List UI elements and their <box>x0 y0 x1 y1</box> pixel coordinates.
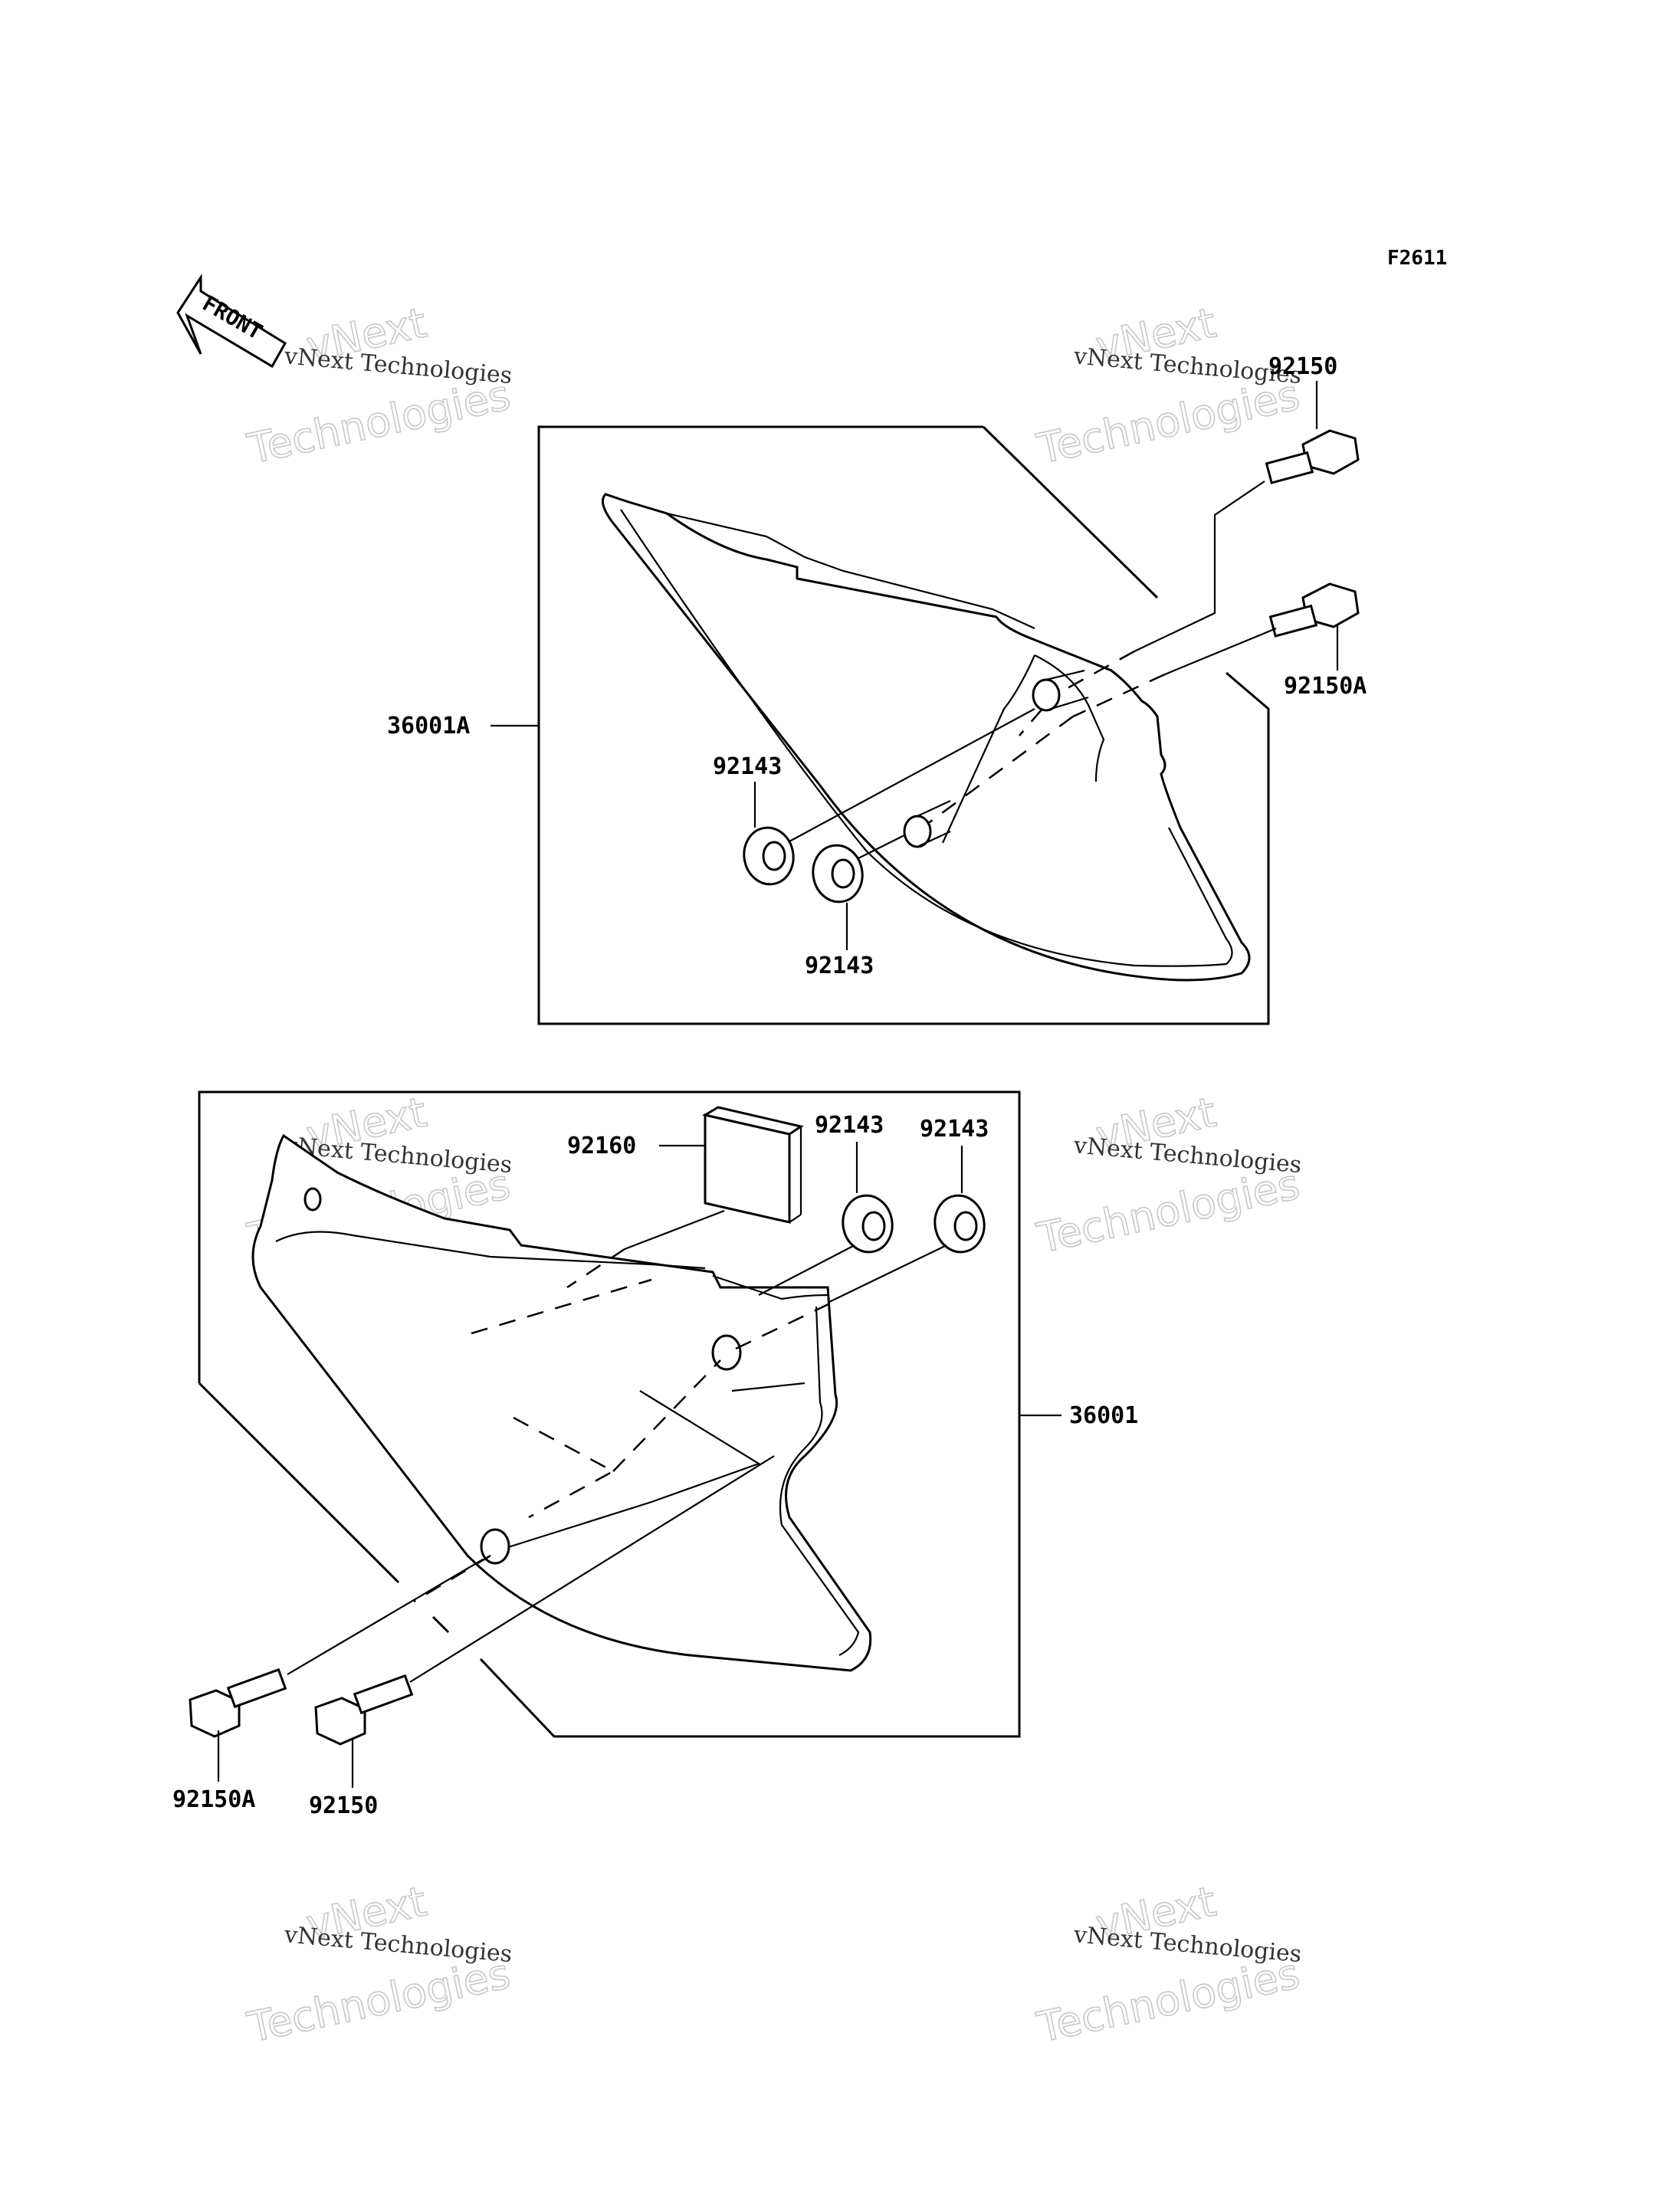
svg-text:Technologies: Technologies <box>244 371 514 474</box>
bolt-icon <box>189 1667 287 1738</box>
svg-text:Technologies: Technologies <box>1033 1160 1304 1263</box>
bolt-icon <box>1265 429 1360 484</box>
watermark-top-right: vNext vNext Technologies Technologies <box>1032 298 1304 474</box>
bottom-group-frame <box>198 1090 1021 1738</box>
bolt-icon <box>1268 582 1360 638</box>
callout-92150-bottom: 92150 <box>309 1792 378 1819</box>
bolt-icon <box>314 1674 414 1746</box>
top-group-frame <box>537 425 1270 1025</box>
watermark-top-left: vNext vNext Technologies Technologies <box>243 298 515 474</box>
callout-92143-bottom-right: 92143 <box>920 1116 989 1143</box>
pad-icon <box>701 1106 804 1224</box>
watermark-bottom-right: vNext vNext Technologies Technologies <box>1032 1877 1304 2053</box>
top-boss-lower <box>903 800 951 848</box>
callout-36001a: 36001A <box>387 713 470 739</box>
callout-92150a-bottom: 92150A <box>172 1786 255 1813</box>
grommet-icon <box>743 826 795 886</box>
figure-code: F2611 <box>1387 247 1447 270</box>
watermark-bottom-left: vNext vNext Technologies Technologies <box>243 1877 515 2053</box>
callout-92150-top: 92150 <box>1268 353 1337 380</box>
callout-36001: 36001 <box>1069 1402 1138 1429</box>
grommet-icon <box>934 1194 986 1254</box>
callout-92160: 92160 <box>567 1133 636 1159</box>
side-cover-icon <box>601 493 1251 982</box>
callout-92143-top-upper: 92143 <box>713 753 782 780</box>
callout-92150a-top: 92150A <box>1284 673 1367 700</box>
top-boss-upper <box>1032 669 1089 712</box>
callout-92143-top-lower: 92143 <box>805 953 874 979</box>
side-cover-icon <box>251 1133 872 1672</box>
svg-text:Technologies: Technologies <box>1033 1949 1304 2052</box>
watermark-mid-right: vNext vNext Technologies Technologies <box>1032 1087 1304 1264</box>
grommet-icon <box>812 844 864 903</box>
svg-text:Technologies: Technologies <box>244 1949 514 2052</box>
grommet-icon <box>842 1194 894 1254</box>
callout-92143-bottom-left: 92143 <box>815 1112 884 1139</box>
svg-text:Technologies: Technologies <box>1033 371 1304 474</box>
front-arrow-icon: FRONT <box>176 273 287 369</box>
